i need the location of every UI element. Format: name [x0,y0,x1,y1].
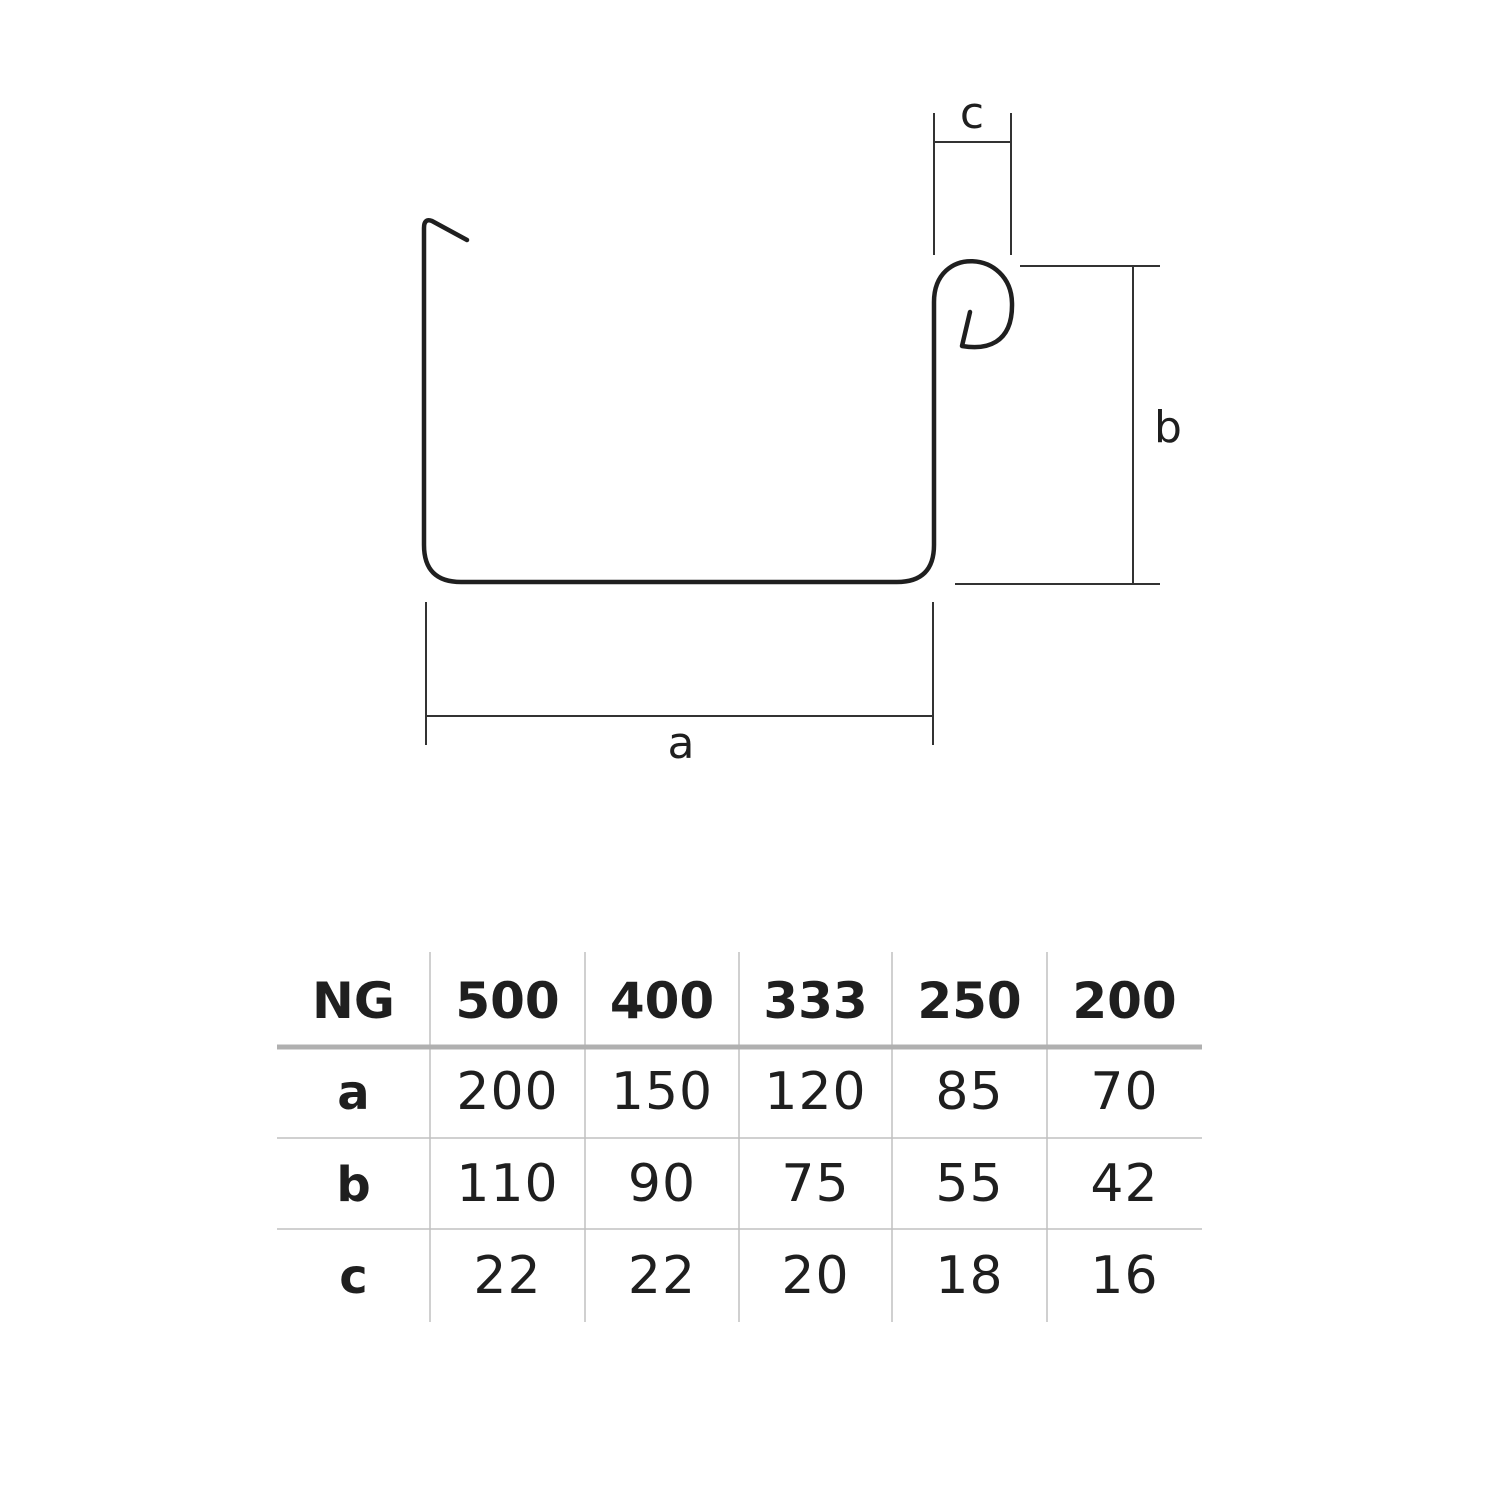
table-column-header: 400 [610,972,714,1030]
table-row-label: c [339,1249,367,1305]
table-row-label: a [337,1065,369,1121]
gutter-profile-diagram: c b a [421,88,1182,769]
table-column-header: 250 [917,972,1021,1030]
table-cell: 20 [781,1246,849,1306]
table-cell: 42 [1090,1154,1158,1214]
table-column-header: 500 [455,972,559,1030]
table-corner-label: NG [312,972,395,1030]
table-cell: 16 [1090,1246,1158,1306]
table-cell: 22 [473,1246,541,1306]
table-cell: 22 [628,1246,696,1306]
dimension-c [933,113,1012,255]
table-column-header: 200 [1072,972,1176,1030]
gutter-profile-outline [421,218,1015,585]
table-cell: 150 [611,1062,713,1122]
table-cell: 85 [935,1062,1003,1122]
table-cell: 110 [456,1154,558,1214]
dimension-c-label: c [960,88,984,139]
table-cell: 200 [456,1062,558,1122]
table-cell: 120 [764,1062,866,1122]
table-text: NG 500 400 333 250 200 a 200 150 120 85 70 b 110 90 75 5… [312,972,1177,1306]
dimension-a-label: a [668,718,695,769]
dimension-a [425,602,934,745]
table-cell: 70 [1090,1062,1158,1122]
table-grid [277,952,1202,1322]
dimension-b-label: b [1154,402,1182,453]
table-column-header: 333 [763,972,867,1030]
dimension-table: NG 500 400 333 250 200 a 200 150 120 85 70 b 110 90 75 5… [277,952,1202,1322]
table-cell: 90 [628,1154,696,1214]
table-cell: 55 [935,1154,1003,1214]
table-cell: 75 [781,1154,849,1214]
dimension-b [955,265,1160,585]
table-row-label: b [336,1157,370,1213]
table-cell: 18 [935,1246,1003,1306]
